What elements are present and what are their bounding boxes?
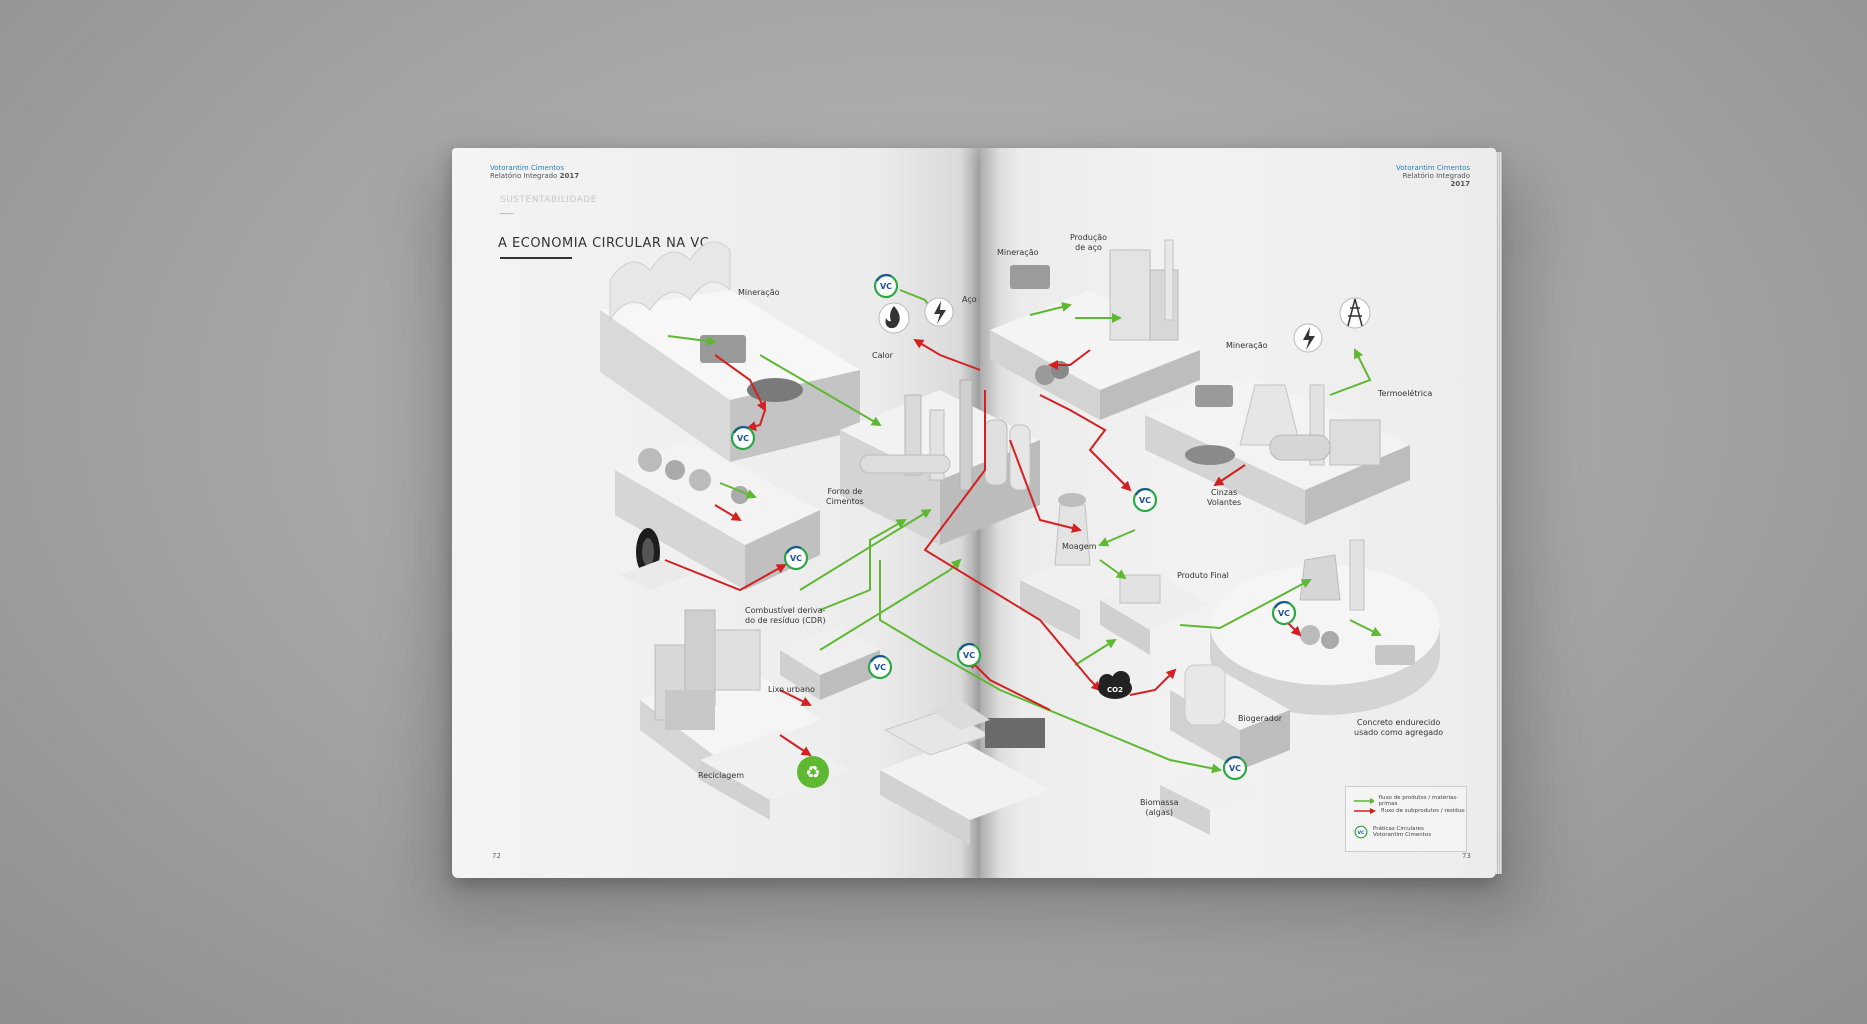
co2-cloud-icon: CO2 xyxy=(1098,671,1132,699)
vc-badge xyxy=(1132,487,1158,513)
platform-concrete xyxy=(1210,539,1440,715)
vc-badge xyxy=(956,642,982,668)
svg-text:VC: VC xyxy=(1357,830,1365,836)
page-title: A ECONOMIA CIRCULAR NA VC xyxy=(498,236,710,251)
vc-badge xyxy=(867,654,893,680)
vc-badge xyxy=(1222,755,1248,781)
recycle-icon: ♻ xyxy=(797,756,829,788)
power-tower-icon xyxy=(1339,297,1371,329)
svg-text:♻: ♻ xyxy=(805,763,820,783)
label-mineracao-right: Mineração xyxy=(1226,341,1268,350)
header-right: Votorantim Cimentos Relatório Integrado … xyxy=(1396,164,1470,188)
lightning-icon-right xyxy=(1293,323,1323,353)
legend-red-text: fluxo de subprodutos / resíduo xyxy=(1381,808,1465,814)
legend-vc: VC Práticas Circulares Votorantim Ciment… xyxy=(1354,825,1431,839)
platform-moagem xyxy=(1020,493,1210,655)
vc-badge xyxy=(1271,600,1297,626)
section-label: SUSTENTABILIDADE xyxy=(500,195,597,205)
section-underline xyxy=(500,213,514,214)
label-cinzas: Cinzas Volantes xyxy=(1207,488,1242,507)
label-moagem: Moagem xyxy=(1062,542,1097,551)
label-aco: Aço xyxy=(962,295,977,304)
label-biomassa: Biomassa (algas) xyxy=(1140,798,1179,817)
platform-factory-lower xyxy=(880,700,1050,845)
legend-vc-text: Práticas Circulares Votorantim Cimentos xyxy=(1373,826,1432,838)
label-calor: Calor xyxy=(872,351,893,360)
platform-mining-left xyxy=(600,241,860,462)
legend-red: fluxo de subprodutos / resíduo xyxy=(1354,808,1465,814)
green-flows xyxy=(667,289,1382,774)
vc-badge xyxy=(783,545,809,571)
label-lixo-urbano: Lixo urbano xyxy=(768,685,815,694)
label-concreto: Concreto endurecido usado como agregado xyxy=(1354,718,1444,737)
header-brand-right: Votorantim Cimentos xyxy=(1396,164,1470,172)
vc-badge xyxy=(873,273,899,299)
header-report: Relatório Integrado 2017 xyxy=(490,172,580,180)
page-number-left: 72 xyxy=(492,852,501,860)
co2-label: CO2 xyxy=(1107,686,1123,694)
label-forno: Forno de Cimentos xyxy=(826,487,864,506)
label-termoeletrica: Termoelétrica xyxy=(1378,389,1433,398)
page-number-right: 73 xyxy=(1462,852,1471,860)
page-edges xyxy=(1496,152,1502,874)
lightning-icon-top xyxy=(924,297,954,327)
label-cdr: Combustível deriva- do de resíduo (CDR) xyxy=(745,606,826,625)
red-arrow-icon xyxy=(1354,808,1376,814)
platform-thermo xyxy=(1145,375,1410,525)
header-left: Votorantim Cimentos Relatório Integrado … xyxy=(490,164,579,180)
label-mineracao-left: Mineração xyxy=(738,288,780,297)
legend: fluxo de produtos / matérias-primas flux… xyxy=(1345,786,1467,852)
platform-cdr xyxy=(615,440,820,590)
label-biogerador: Biogerador xyxy=(1238,714,1283,723)
vc-badge-icon: VC xyxy=(1354,825,1368,839)
header-report-right: Relatório Integrado 2017 xyxy=(1402,172,1470,188)
label-producao-aco: Produção de aço xyxy=(1070,233,1108,252)
vc-badge xyxy=(730,425,756,451)
platform-city xyxy=(640,609,880,820)
platform-steel xyxy=(990,239,1200,420)
legend-green: fluxo de produtos / matérias-primas xyxy=(1354,795,1466,807)
heat-icon xyxy=(878,302,910,334)
label-reciclagem: Reciclagem xyxy=(698,771,745,780)
title-underline xyxy=(500,257,572,259)
green-arrow-icon xyxy=(1354,798,1374,804)
platform-biogerador xyxy=(1160,664,1290,835)
platform-factory-center xyxy=(840,379,1040,545)
header-brand: Votorantim Cimentos xyxy=(490,164,564,172)
label-mineracao-top: Mineração xyxy=(997,248,1039,257)
red-flows xyxy=(664,338,1302,757)
label-produto-final: Produto Final xyxy=(1177,571,1229,580)
legend-green-text: fluxo de produtos / matérias-primas xyxy=(1378,795,1459,807)
